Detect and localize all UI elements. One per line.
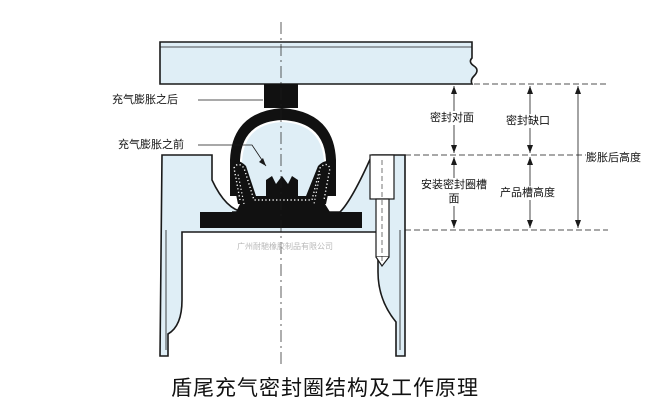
- bolt-shank: [375, 198, 390, 258]
- leader-before-arrow: [259, 158, 266, 166]
- label-seal-face: 密封对面: [430, 111, 474, 125]
- bolt-tip: [375, 256, 390, 268]
- watermark: 广州耐馳橡胶制品有限公司: [237, 242, 333, 251]
- deflated-seal: [230, 161, 334, 204]
- inflated-seal-fill: [242, 122, 324, 196]
- label-before-inflation: 充气膨胀之前: [118, 138, 184, 151]
- top-plate: [159, 41, 478, 85]
- label-product-groove-height: 产品槽高度: [500, 186, 555, 200]
- label-after-inflation: 充气膨胀之后: [112, 93, 178, 106]
- deflated-seal-dots-inner: [237, 173, 321, 205]
- leader-before: [198, 144, 267, 167]
- deflated-seal-dots: [233, 163, 331, 201]
- diagram-caption: 盾尾充气密封圈结构及工作原理: [171, 376, 479, 400]
- label-seal-gap: 密封缺口: [506, 114, 550, 128]
- label-groove-face: 安装密封圈槽面: [418, 178, 490, 206]
- label-height-after-expansion: 膨胀后高度: [586, 151, 641, 165]
